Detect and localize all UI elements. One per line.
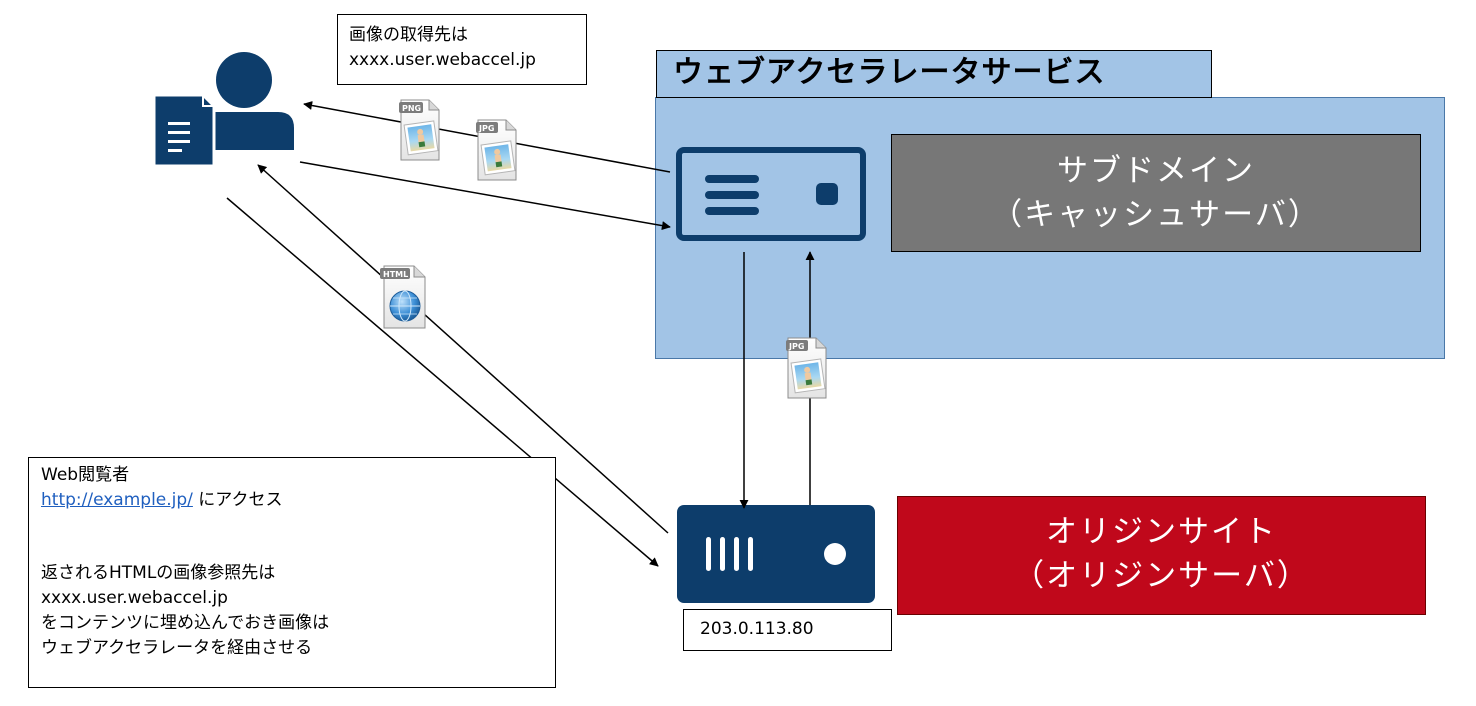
cache-server-icon	[676, 147, 866, 241]
viewer-note-line5: をコンテンツに埋め込んでおき画像は	[41, 613, 330, 633]
origin-ip-label: 203.0.113.80	[683, 609, 892, 651]
cache-server-label: サブドメイン （キャッシュサーバ）	[891, 134, 1421, 252]
jpg-file-icon: JPG	[476, 119, 517, 181]
cache-server-label-line2: （キャッシュサーバ）	[991, 197, 1321, 233]
image-source-note: 画像の取得先は xxxx.user.webaccel.jp	[337, 14, 587, 85]
viewer-note-access-suffix: にアクセス	[192, 490, 283, 510]
html-file-tag: HTML	[383, 270, 408, 279]
jpg-file-tag: JPG	[478, 124, 494, 133]
viewer-note: Web閲覧者 http://example.jp/ にアクセス 返されるHTML…	[28, 457, 556, 688]
cache-server-label-line1: サブドメイン	[1057, 153, 1255, 189]
viewer-note-access-line: http://example.jp/ にアクセス	[41, 488, 555, 513]
viewer-note-line4: xxxx.user.webaccel.jp	[41, 588, 228, 608]
jpg-file-icon-origin: JPG	[786, 337, 827, 399]
user-document-icon	[152, 52, 294, 168]
example-link[interactable]: http://example.jp/	[41, 490, 193, 510]
arrow-origin-to-user	[257, 164, 669, 534]
image-source-note-line1: 画像の取得先は	[349, 25, 468, 45]
origin-server-label-line2: （オリジンサーバ）	[1013, 558, 1310, 594]
arrow-user-to-cache	[299, 161, 671, 231]
arrow-user-to-origin	[226, 197, 659, 567]
origin-server-icon	[677, 505, 875, 603]
html-file-icon: HTML	[380, 265, 426, 329]
viewer-note-line6: ウェブアクセラレータを経由させる	[41, 638, 313, 658]
jpg-file-tag-origin: JPG	[788, 342, 804, 351]
origin-server-label: オリジンサイト （オリジンサーバ）	[897, 496, 1426, 615]
accelerator-service-title: ウェブアクセラレータサービス	[656, 50, 1212, 98]
origin-server-label-line1: オリジンサイト	[1046, 514, 1277, 550]
image-source-note-line2: xxxx.user.webaccel.jp	[349, 50, 536, 70]
viewer-note-line3: 返されるHTMLの画像参照先は	[41, 563, 276, 583]
viewer-note-spacer	[41, 513, 555, 561]
png-file-icon: PNG	[399, 99, 440, 161]
png-file-tag: PNG	[402, 104, 421, 113]
viewer-note-title: Web閲覧者	[41, 465, 130, 485]
